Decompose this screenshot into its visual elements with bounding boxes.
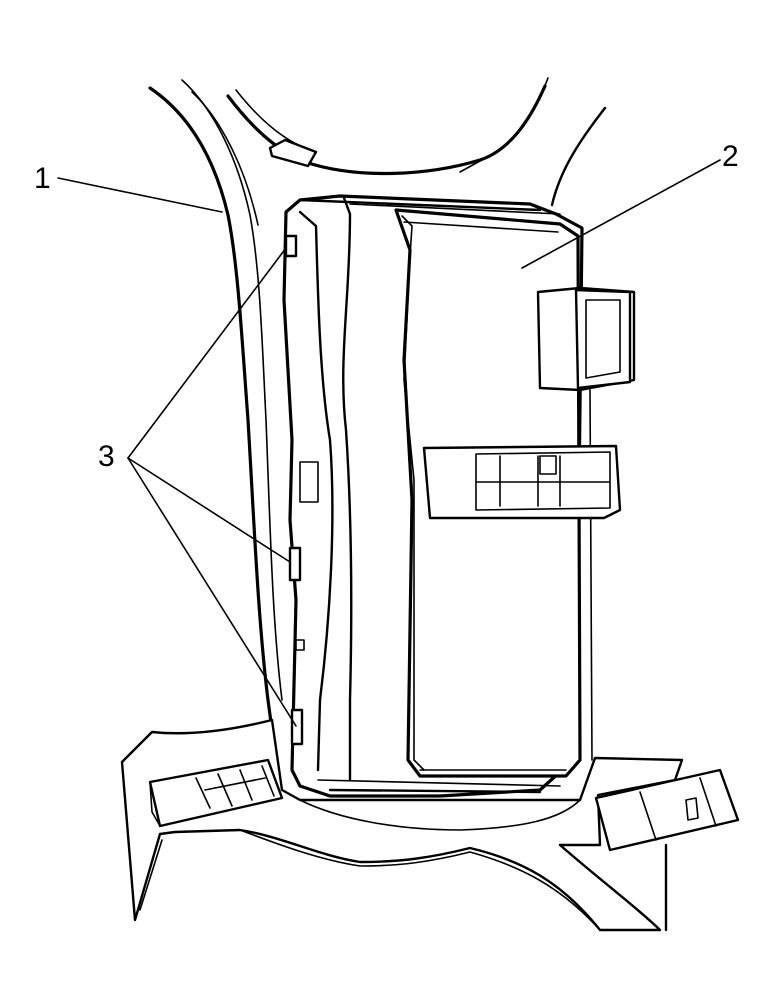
left-connector <box>148 758 284 828</box>
middle-connector <box>422 444 622 520</box>
retaining-tab-bottom <box>290 708 304 746</box>
leader-lines <box>57 159 721 727</box>
retaining-tab-middle <box>288 546 302 582</box>
retaining-tabs <box>284 234 319 746</box>
upper-side-connector <box>536 286 636 392</box>
callout-2-label: 2 <box>722 140 739 173</box>
base-plate <box>120 718 740 932</box>
callout-3-label: 3 <box>98 440 115 473</box>
retaining-tab-top <box>284 234 298 258</box>
callout-1-label: 1 <box>34 162 51 195</box>
right-connector <box>594 768 740 852</box>
